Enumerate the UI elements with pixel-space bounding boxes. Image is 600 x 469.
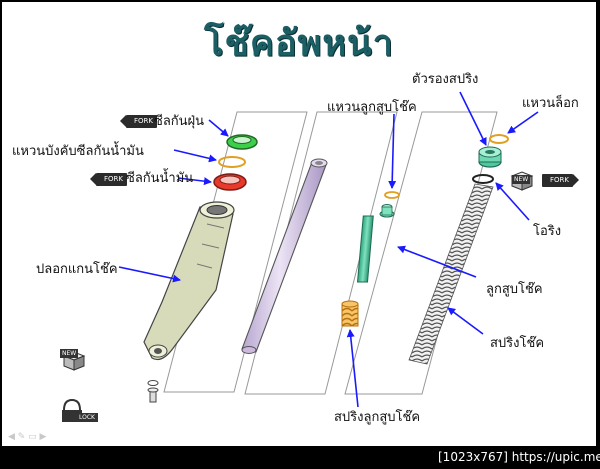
fork-sleeve-part (143, 201, 235, 403)
lock-ring-part (489, 134, 509, 144)
label-oil-seal: ซีลกันน้ำมัน (126, 171, 194, 186)
page-title: โช๊คอัพหน้า (204, 23, 394, 64)
arrow-o-ring (495, 182, 530, 221)
slide: โช๊คอัพหน้า (2, 2, 596, 446)
watermark: [1023x767] https://upic.me/ (438, 450, 600, 464)
new-badge: NEW (512, 175, 531, 184)
inner-tube-part (241, 158, 328, 354)
dust-seal-part (226, 134, 258, 150)
fork-badge: FORK (120, 115, 157, 128)
arrow-fork-sleeve (118, 266, 181, 283)
fork-spring-part (408, 183, 494, 365)
fork-badge: FORK (90, 173, 127, 186)
panel-2 (244, 111, 398, 395)
label-spring-seat: ตัวรองสปริง (412, 72, 479, 87)
label-fork-spring: สปริงโช๊ค (490, 336, 545, 351)
piston-spring-part (341, 300, 359, 327)
arrow-piston-ring (388, 113, 397, 189)
exploded-diagram (62, 91, 539, 422)
seal-retainer-ring-part (218, 156, 246, 168)
slide-nav-icons[interactable]: ◀ ✎ ▭ ▶ (8, 432, 47, 442)
oil-seal-part (213, 173, 247, 191)
fork-badge: FORK (542, 174, 579, 187)
arrow-piston-spring (346, 329, 359, 408)
arrow-dust-seal (208, 119, 229, 137)
piston-ring-part (384, 191, 400, 199)
label-piston-spring: สปริงลูกสูบโช๊ค (334, 410, 421, 425)
panel-3 (344, 111, 498, 395)
arrows (118, 91, 539, 408)
label-lock-ring: แหวนล็อก (522, 96, 579, 111)
label-fork-sleeve: ปลอกแกนโช๊ค (36, 262, 118, 277)
label-dust-seal: ซีลกันฝุ่น (154, 114, 205, 129)
arrow-fork-piston (397, 245, 477, 278)
label-fork-piston: ลูกสูบโช๊ค (486, 282, 543, 297)
arrow-oil-seal (177, 177, 212, 186)
spring-seat-part (478, 146, 502, 168)
arrow-fork-spring (447, 307, 484, 335)
label-o-ring: โอริง (533, 224, 562, 239)
arrow-spring-seat (459, 91, 487, 146)
o-ring-part (472, 174, 494, 184)
new-box-icon (62, 351, 86, 371)
lock-badge: LOCK (76, 413, 98, 422)
new-badge: NEW (60, 349, 79, 358)
arrow-retainer-ring (173, 149, 217, 163)
label-seal-retainer-ring: แหวนบังคับซีลกันน้ำมัน (12, 144, 144, 159)
arrow-lock-ring (507, 111, 539, 134)
fork-piston-part (356, 204, 395, 283)
label-piston-ring: แหวนลูกสูบโช๊ค (327, 100, 417, 115)
